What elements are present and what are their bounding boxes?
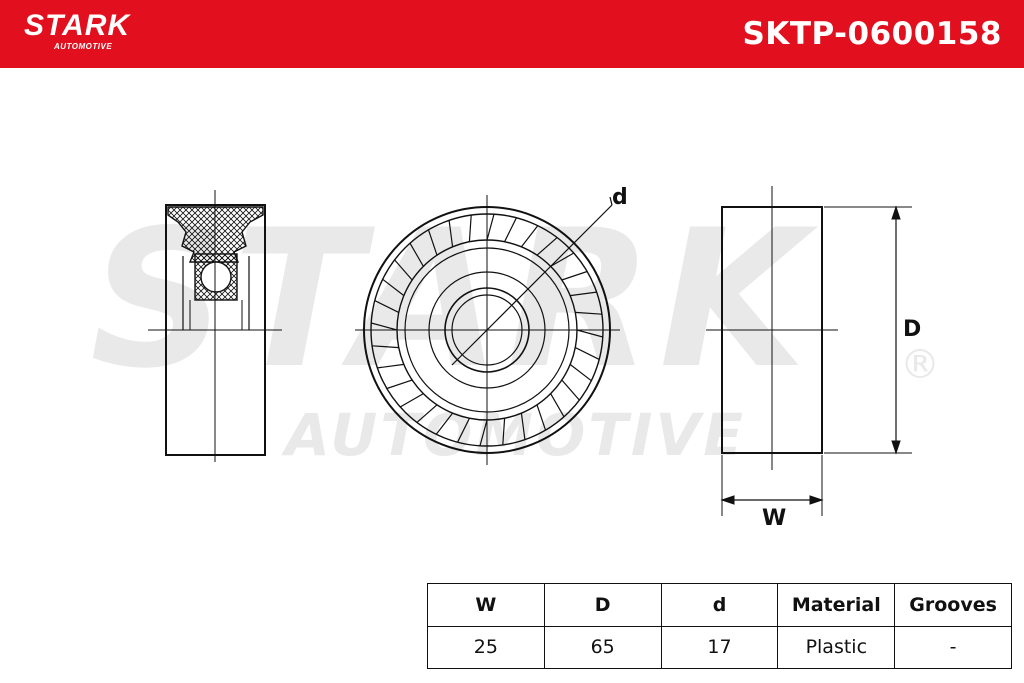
pulley-spoke — [570, 291, 597, 297]
specs-header-cell: D — [543, 583, 662, 627]
specs-value-row: 25 65 17 Plastic - — [427, 625, 1012, 669]
header-bar: STARK AUTOMOTIVE SKTP-0600158 — [0, 0, 1024, 68]
pulley-spoke — [479, 419, 488, 446]
specs-value-cell: 25 — [427, 625, 545, 669]
pulley-spoke — [561, 379, 580, 401]
section-view — [148, 190, 282, 462]
side-view — [706, 186, 912, 516]
pulley-spoke — [504, 217, 517, 242]
pulley-spoke — [520, 413, 526, 440]
pulley-spoke — [536, 404, 547, 431]
part-number: SKTP-0600158 — [742, 16, 1002, 52]
pulley-spoke — [550, 393, 565, 418]
pulley-spoke — [536, 237, 558, 256]
pulley-spoke — [409, 242, 424, 267]
pulley-spoke — [382, 278, 405, 297]
pulley-spoke — [374, 300, 399, 313]
logo-sub: AUTOMOTIVE — [54, 42, 113, 51]
pulley-spoke — [386, 379, 413, 390]
pulley-spoke — [468, 215, 472, 242]
front-view — [355, 195, 620, 465]
pulley-spoke — [372, 345, 399, 349]
specs-header-cell: W — [427, 583, 545, 627]
pulley-spoke — [377, 363, 404, 369]
pulley-spoke — [486, 214, 495, 241]
specs-header-cell: Material — [777, 583, 896, 627]
specs-value-cell: 65 — [543, 625, 662, 669]
pulley-spoke — [399, 393, 424, 408]
specs-table: W D d Material Grooves 25 65 17 Plastic … — [427, 583, 1012, 669]
pulley-spoke — [550, 252, 575, 267]
pulley-spoke — [457, 418, 470, 443]
specs-value-cell: Plastic — [777, 625, 896, 669]
pulley-spoke — [569, 363, 592, 382]
specs-value-cell: 17 — [660, 625, 779, 669]
pulley-spoke — [502, 418, 506, 445]
pulley-spoke — [561, 270, 588, 281]
specs-header-row: W D d Material Grooves — [427, 583, 1012, 627]
specs-value-cell: - — [894, 625, 1012, 669]
label-W: W — [762, 506, 787, 531]
label-D: D — [903, 317, 922, 342]
pulley-spoke — [427, 229, 438, 256]
specs-header-cell: d — [660, 583, 779, 627]
pulley-spoke — [394, 259, 413, 281]
specs-header-cell: Grooves — [894, 583, 1012, 627]
stark-logo: STARK AUTOMOTIVE — [24, 10, 130, 52]
logo-brand: STARK — [24, 9, 131, 42]
pulley-spoke — [575, 311, 602, 315]
pulley-spoke — [435, 412, 454, 435]
pulley-spoke — [520, 225, 539, 248]
pulley-spoke — [448, 220, 454, 247]
pulley-spoke — [371, 322, 398, 331]
label-d: d — [612, 185, 628, 210]
pulley-spoke — [416, 404, 438, 423]
pulley-spoke — [576, 329, 603, 338]
pulley-spoke — [575, 347, 600, 360]
